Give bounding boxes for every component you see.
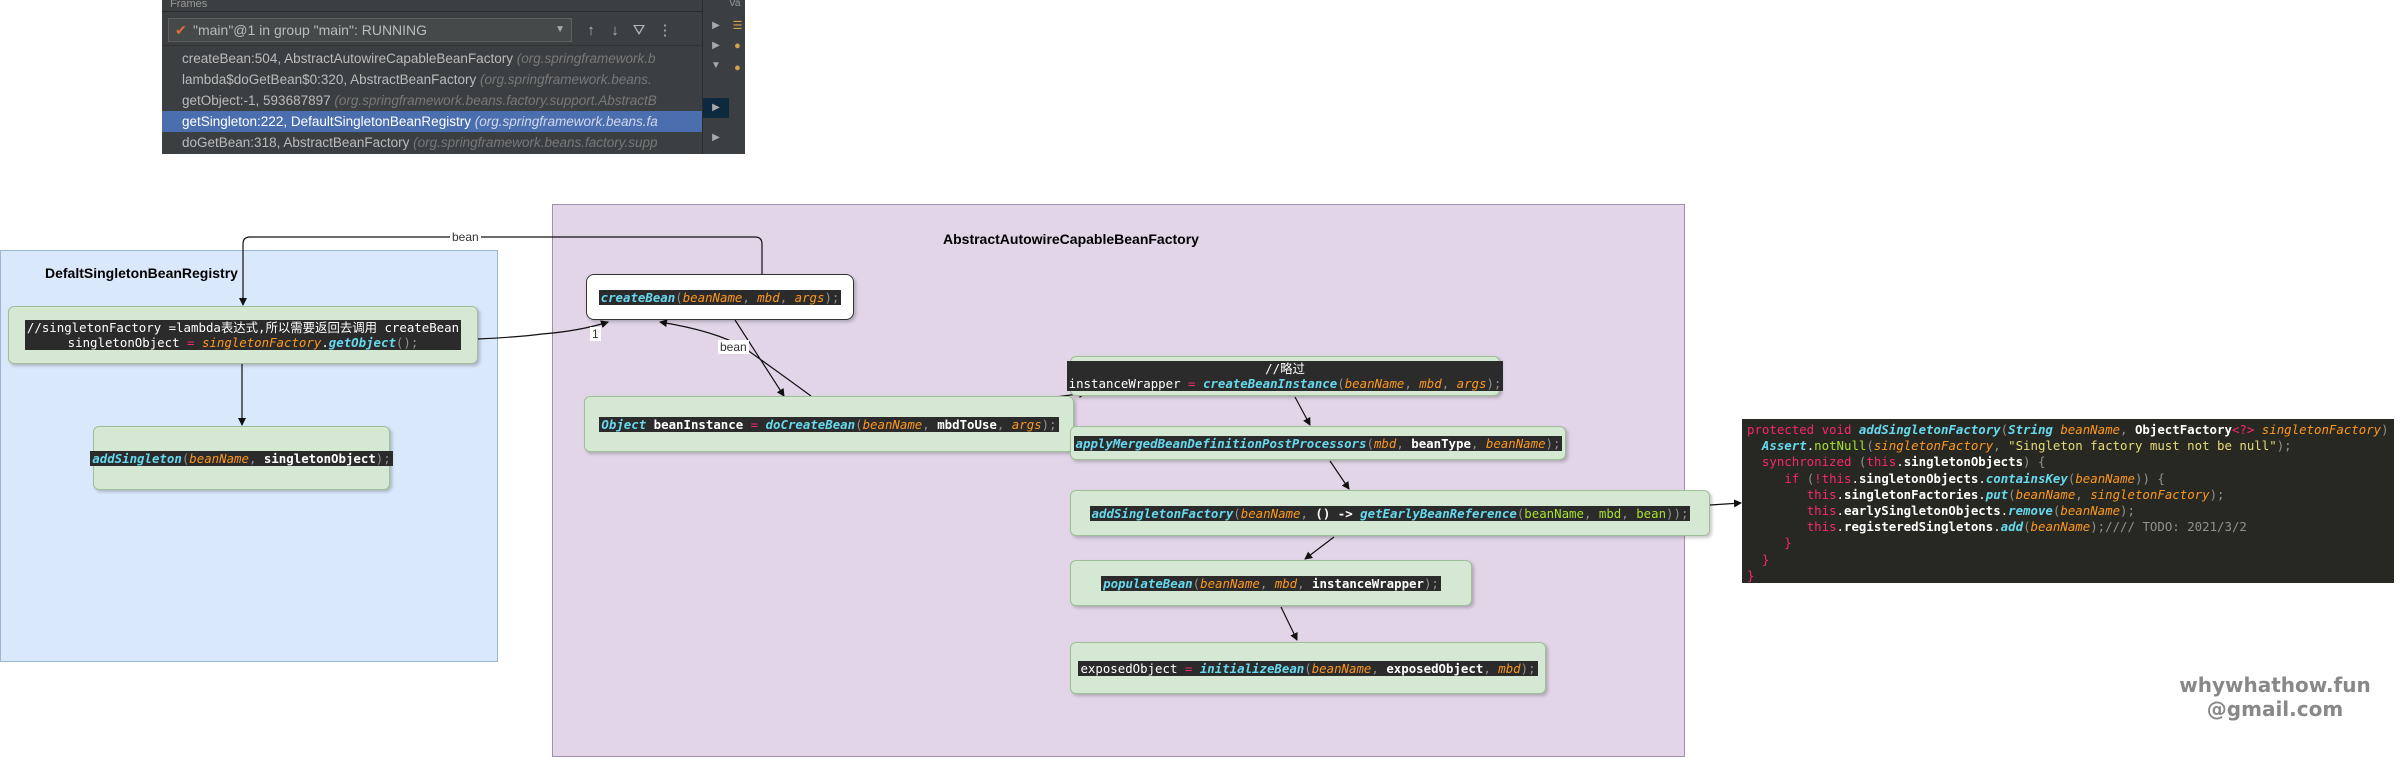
code-snippet: applyMergedBeanDefinitionPostProcessors(… [1073,435,1563,451]
code-snippet: populateBean(beanName, mbd, instanceWrap… [1101,575,1441,591]
populate-bean-node[interactable]: populateBean(beanName, mbd, instanceWrap… [1070,560,1472,606]
code-line: } [1747,567,1755,583]
edge-populate-to-initialize [1280,606,1298,641]
code-snippet: Object beanInstance = doCreateBean(beanN… [599,416,1059,432]
code-line: this.earlySingletonObjects.remove(beanNa… [1806,503,2135,519]
list-icon: ☰ [732,20,743,32]
watermark: whywhathow.fun @gmail.com [2175,673,2375,721]
create-bean-node[interactable]: createBean(beanName, mbd, args); [586,274,854,320]
edge-bean-return [239,236,763,306]
edge-get-object-to-create-bean [477,320,609,340]
statement-line: instanceWrapper = createBeanInstance(bea… [1068,376,1502,391]
field-icon: ● [734,40,741,52]
code-snippet: exposedObject = initializeBean(beanName,… [1078,660,1538,676]
edge-add-factory-to-code [1709,499,1742,508]
edge-label-bean: bean [718,340,749,354]
code-line: this.singletonFactories.put(beanName, si… [1806,486,2225,502]
frame-row-selected[interactable]: getSingleton:222, DefaultSingletonBeanRe… [162,111,702,132]
edge-instance-to-apply [1294,396,1311,426]
edge-do-create-return-bean [659,319,812,397]
initialize-bean-node[interactable]: exposedObject = initializeBean(beanName,… [1070,642,1546,694]
factory-title: AbstractAutowireCapableBeanFactory [943,231,1199,247]
do-create-bean-node[interactable]: Object beanInstance = doCreateBean(beanN… [584,396,1074,452]
arrow-up-icon[interactable]: ↑ [587,22,595,39]
code-snippet: addSingleton(beanName, singletonObject); [90,450,393,466]
code-snippet: //略过 instanceWrapper = createBeanInstanc… [1066,361,1504,391]
code-line: } [1747,535,1792,551]
field-icon: ● [734,62,741,74]
code-line: Assert.notNull(singletonFactory, "Single… [1761,438,2292,454]
edge-label-bean: bean [450,230,481,244]
frame-row[interactable]: getObject:-1, 593687897 (org.springframe… [182,93,657,108]
play-icon[interactable]: ▶ [712,40,720,51]
code-line: if (!this.singletonObjects.containsKey(b… [1784,470,2165,486]
code-snippet: createBean(beanName, mbd, args); [598,289,842,305]
apply-merged-node[interactable]: applyMergedBeanDefinitionPostProcessors(… [1070,426,1566,460]
play-icon[interactable]: ▶ [703,98,729,118]
debugger-frames-panel: Frames ✔ "main"@1 in group "main": RUNNI… [162,0,745,154]
code-snippet: //singletonFactory =lambda表达式,所以需要返回去调用 … [24,320,462,350]
expand-icon[interactable]: ▼ [711,60,721,71]
variables-label: Va [729,0,741,9]
edge-add-factory-to-populate [1304,536,1335,560]
add-singleton-factory-node[interactable]: addSingletonFactory(beanName, () -> getE… [1070,490,1710,536]
arrow-down-icon[interactable]: ↓ [611,22,619,39]
code-line: } [1747,551,1770,567]
frame-row[interactable]: lambda$doGetBean$0:320, AbstractBeanFact… [182,72,652,87]
filter-icon[interactable]: ⛛ [632,22,646,39]
frame-row[interactable]: doGetBean:318, AbstractBeanFactory (org.… [182,135,658,150]
thread-select-value: "main"@1 in group "main": RUNNING [193,22,428,38]
comment-line: //singletonFactory =lambda表达式,所以需要返回去调用 … [26,320,460,335]
add-singleton-node[interactable]: addSingleton(beanName, singletonObject); [90,426,393,490]
play-icon[interactable]: ▶ [712,132,720,143]
watermark-line: whywhathow.fun [2179,673,2371,697]
thread-toolbar: ✔ "main"@1 in group "main": RUNNING ▼ ↑ … [162,14,702,46]
code-line: synchronized (this.singletonObjects) { [1761,454,2046,470]
variables-side-strip: Va ▶ ▶ ▼ ▶ ▶ ☰ ● ● [702,0,745,154]
code-line: protected void addSingletonFactory(Strin… [1747,422,2389,437]
play-icon[interactable]: ▶ [712,20,720,31]
frame-row[interactable]: createBean:504, AbstractAutowireCapableB… [182,51,656,66]
thread-select[interactable]: ✔ "main"@1 in group "main": RUNNING ▼ [168,18,572,42]
get-singleton-node[interactable]: //singletonFactory =lambda表达式,所以需要返回去调用 … [8,306,478,364]
checkmark-icon: ✔ [175,22,187,38]
code-snippet: addSingletonFactory(beanName, () -> getE… [1089,505,1691,521]
registry-title: DefaltSingletonBeanRegistry [45,265,238,281]
add-singleton-factory-source: protected void addSingletonFactory(Strin… [1742,419,2394,583]
code-line: this.registeredSingletons.add(beanName);… [1806,519,2247,535]
statement-line: singletonObject = singletonFactory.getOb… [67,335,419,350]
watermark-line: @gmail.com [2206,697,2344,721]
chevron-down-icon: ▼ [555,24,565,35]
edge-apply-to-add-factory [1329,460,1350,490]
create-bean-instance-node[interactable]: //略过 instanceWrapper = createBeanInstanc… [1066,356,1504,396]
more-options-icon[interactable]: ⋮ [657,22,673,39]
comment-line: //略过 [1265,361,1305,376]
frames-panel-title: Frames [162,0,702,12]
edge-label-step: 1 [590,327,601,341]
